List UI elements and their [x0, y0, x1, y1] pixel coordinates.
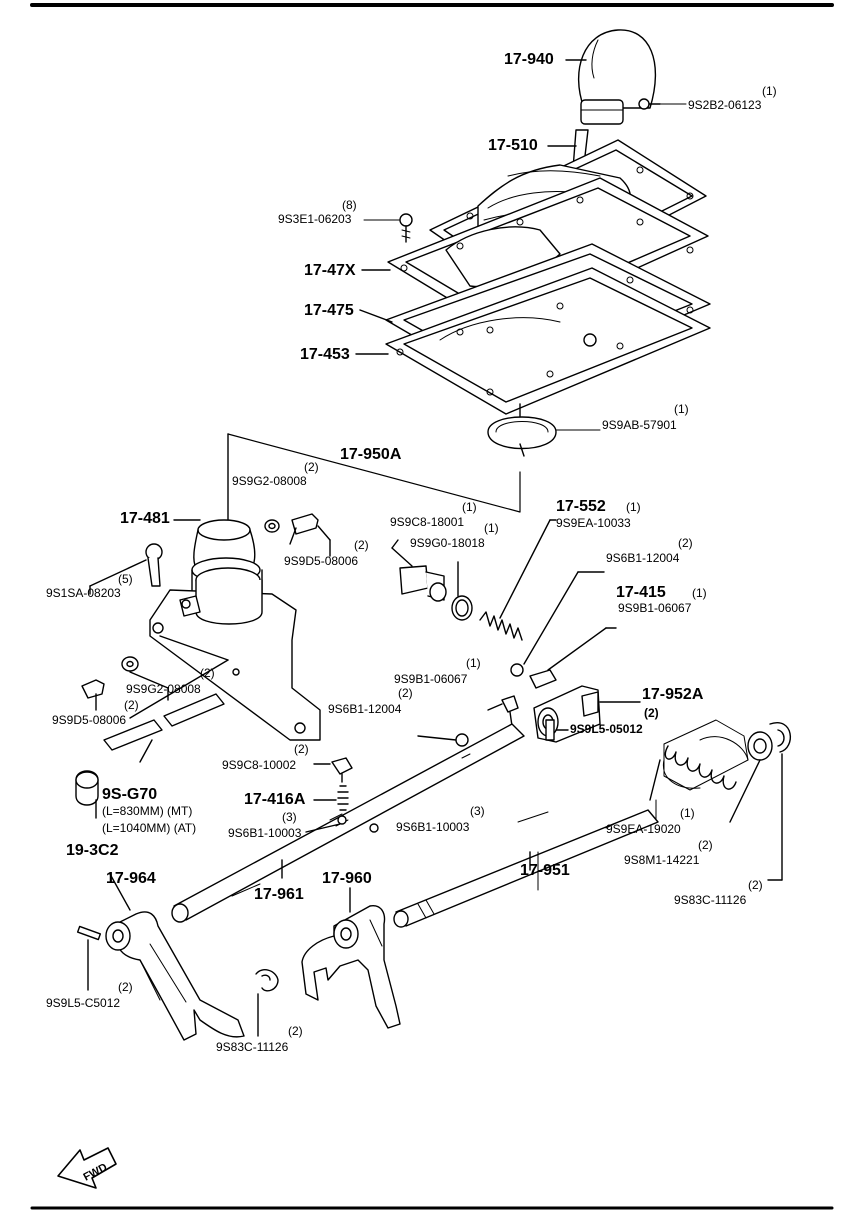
label-9s8m1-14221: 9S8M1-14221 — [624, 853, 700, 867]
label-17-552: 17-552 — [556, 498, 606, 515]
shift-rod-17-951-drawing — [393, 809, 659, 928]
label-17-510: 17-510 — [488, 137, 538, 154]
spring-9s8m1-drawing — [649, 719, 749, 801]
clip-9s83c-right-drawing — [767, 722, 792, 881]
label-9s9l5-c5012-left: 9S9L5-C5012 — [46, 996, 121, 1010]
label-9s9g2-08008-low: 9S9G2-08008 — [126, 682, 201, 696]
label-9s6b1-10003-right: 9S6B1-10003 — [396, 820, 470, 834]
qty-9s9l5-left: (2) — [118, 980, 133, 994]
label-9s9d5-08006-top: 9S9D5-08006 — [284, 554, 359, 568]
qty-9s9g2-low: (2) — [200, 666, 215, 680]
label-9s9l5-05012-right: 9S9L5-05012 — [570, 722, 643, 736]
label-9s6b1-12004-right: 9S6B1-12004 — [606, 551, 680, 565]
qty-9s9ab: (1) — [674, 402, 689, 416]
rod-9s-g70-drawing — [103, 693, 225, 763]
qty-9s6b1-10003-left: (3) — [282, 810, 297, 824]
label-19-3c2: 19-3C2 — [66, 842, 119, 859]
label-9s-g70: 9S-G70 — [102, 786, 158, 803]
label-9s9c8-10002: 9S9C8-10002 — [222, 758, 297, 772]
shift-fork-17-964-drawing — [105, 873, 245, 1041]
qty-9s9g0: (1) — [484, 521, 499, 535]
housing-fasteners-drawing — [81, 513, 331, 719]
spring-9s9ea-drawing — [479, 519, 557, 641]
qty-9s9b1-mid: (1) — [466, 656, 481, 670]
label-17-951: 17-951 — [520, 862, 570, 879]
label-17-481: 17-481 — [120, 510, 170, 527]
shift-knob-drawing — [565, 29, 657, 125]
label-9s1sa-08203: 9S1SA-08203 — [46, 586, 121, 600]
label-9s6b1-12004-mid: 9S6B1-12004 — [328, 702, 402, 716]
plate-17-453-drawing — [385, 243, 711, 415]
qty-9s83c-left: (2) — [288, 1024, 303, 1038]
label-17-47x: 17-47X — [304, 262, 356, 279]
bolt-9s9b1-drawing — [487, 695, 519, 727]
pin-9s9l5-drawing — [545, 719, 569, 741]
oring-9s9g0-drawing — [451, 561, 473, 621]
qty-9s1sa: (5) — [118, 572, 133, 586]
qty-9s8m1: (2) — [698, 838, 713, 852]
label-9s83c-11126-right: 9S83C-11126 — [674, 893, 747, 907]
qty-9s83c-right: (2) — [748, 878, 763, 892]
label-9s9b1-06067-right: 9S9B1-06067 — [618, 601, 692, 615]
label-9s-g70-mt: (L=830MM) (MT) — [102, 804, 193, 818]
qty-17-415: (1) — [692, 586, 707, 600]
knob-screw-drawing — [638, 98, 687, 110]
qty-9s9d5-top: (2) — [354, 538, 369, 552]
label-9s9d5-08006-low: 9S9D5-08006 — [52, 713, 127, 727]
label-17-964: 17-964 — [106, 870, 156, 887]
clip-9s83c-left-drawing — [255, 969, 279, 1037]
label-9s9c8-18001: 9S9C8-18001 — [390, 515, 465, 529]
label-17-960: 17-960 — [322, 870, 372, 887]
ball-12004-mid-drawing — [417, 733, 469, 747]
plate-bolt-holes — [396, 166, 694, 396]
qty-9s9l5-right: (2) — [644, 706, 659, 720]
pin-17-415-drawing — [529, 627, 617, 689]
label-9s9ea-19020: 9S9EA-19020 — [606, 822, 681, 836]
label-9s3e1-06203: 9S3E1-06203 — [278, 212, 352, 226]
label-9s6b1-10003-left: 9S6B1-10003 — [228, 826, 302, 840]
ring-9s9ab-drawing — [487, 403, 601, 457]
washer-9s8m1-drawing — [729, 731, 773, 823]
qty-9s3e1: (8) — [342, 198, 357, 212]
ball-10003-right-drawing — [369, 823, 379, 833]
label-17-940: 17-940 — [504, 51, 554, 68]
label-9s2b2-06123: 9S2B2-06123 — [688, 98, 762, 112]
forward-arrow-icon — [57, 1147, 117, 1189]
shift-fork-17-960-drawing — [301, 887, 401, 1029]
label-9s83c-11126-left: 9S83C-11126 — [216, 1040, 289, 1054]
spring-17-416a-drawing — [313, 785, 349, 811]
bushing-19-3c2-drawing — [75, 770, 99, 819]
label-17-475: 17-475 — [304, 302, 354, 319]
qty-9s6b1-12004-right: (2) — [678, 536, 693, 550]
label-17-415: 17-415 — [616, 584, 666, 601]
label-17-453: 17-453 — [300, 346, 350, 363]
bolt-9s9c8-low-drawing — [313, 757, 353, 783]
label-9s9ea-10033: 9S9EA-10033 — [556, 516, 631, 530]
plug-9s9c8-drawing — [391, 539, 447, 602]
label-9s9ab-57901: 9S9AB-57901 — [602, 418, 677, 432]
qty-9s6b1-12004-mid: (2) — [398, 686, 413, 700]
label-9s9g2-08008-top: 9S9G2-08008 — [232, 474, 307, 488]
label-17-952a: 17-952A — [642, 686, 704, 703]
label-17-950a: 17-950A — [340, 446, 402, 463]
shift-housing-drawing — [149, 519, 321, 741]
ball-9s6b1-drawing — [510, 571, 605, 677]
ball-10003-left-drawing — [305, 815, 347, 833]
qty-17-552: (1) — [626, 500, 641, 514]
pin-9s9l5-left-drawing — [76, 925, 102, 991]
qty-9s9d5-low: (2) — [124, 698, 139, 712]
qty-9s6b1-10003-right: (3) — [470, 804, 485, 818]
qty-9s9ea-low: (1) — [680, 806, 695, 820]
qty-9s9c8-low: (2) — [294, 742, 309, 756]
qty-9s9g2-top: (2) — [304, 460, 319, 474]
label-17-416a: 17-416A — [244, 791, 306, 808]
qty-9s9c8-top: (1) — [462, 500, 477, 514]
label-17-961: 17-961 — [254, 886, 304, 903]
label-9s9b1-06067-mid: 9S9B1-06067 — [394, 672, 468, 686]
label-9s9g0-18018: 9S9G0-18018 — [410, 536, 485, 550]
plate-screw-drawing — [399, 213, 413, 243]
label-9s-g70-at: (L=1040MM) (AT) — [102, 821, 197, 835]
qty-9s2b2: (1) — [762, 84, 777, 98]
